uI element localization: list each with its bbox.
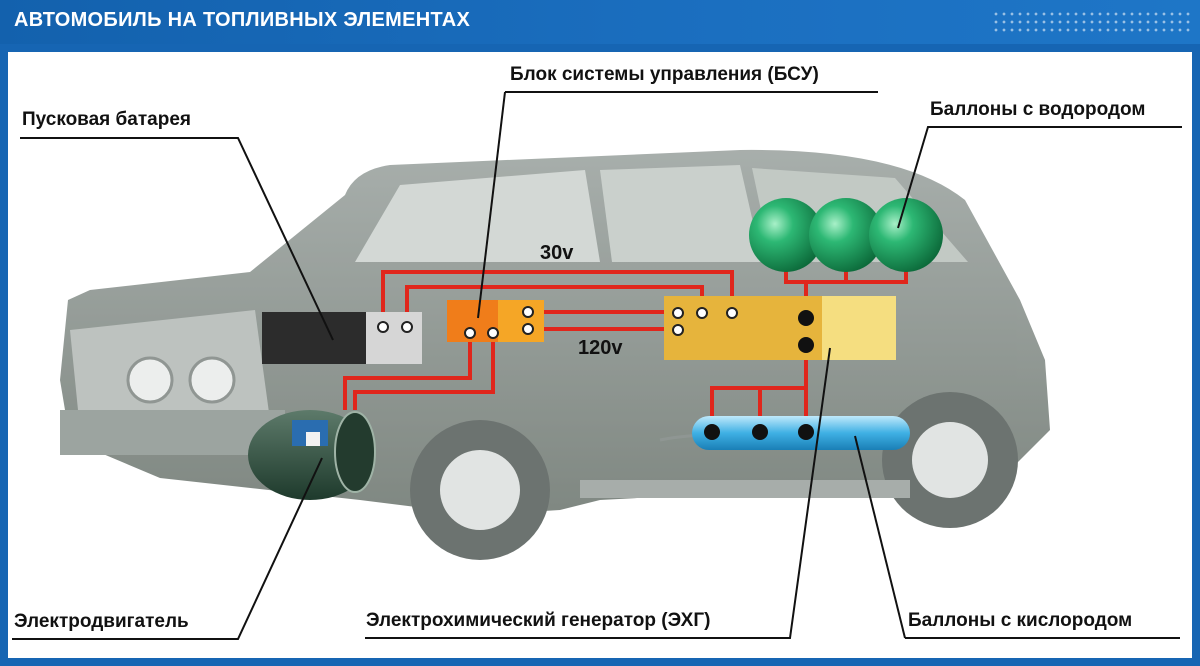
page-title: АВТОМОБИЛЬ НА ТОПЛИВНЫХ ЭЛЕМЕНТАХ bbox=[14, 9, 471, 31]
label-oxygen-tanks: Баллоны с кислородом bbox=[908, 610, 1133, 631]
label-hydrogen-tanks: Баллоны с водородом bbox=[930, 99, 1146, 120]
label-starter-battery: Пусковая батарея bbox=[22, 109, 191, 130]
oxygen-tank bbox=[692, 416, 910, 450]
starter-battery bbox=[262, 312, 422, 364]
electric-motor bbox=[248, 410, 376, 500]
label-electric-motor: Электродвигатель bbox=[14, 611, 189, 632]
dot-pattern bbox=[992, 10, 1192, 36]
bsu-block bbox=[447, 300, 544, 342]
voltage-120v: 120v bbox=[578, 337, 623, 359]
label-bsu: Блок системы управления (БСУ) bbox=[510, 64, 819, 85]
label-ehg: Электрохимический генератор (ЭХГ) bbox=[366, 610, 711, 631]
title-bar: АВТОМОБИЛЬ НА ТОПЛИВНЫХ ЭЛЕМЕНТАХ bbox=[0, 0, 1200, 44]
leader-lines bbox=[12, 91, 1182, 640]
voltage-30v: 30v bbox=[540, 242, 574, 264]
ehg-block bbox=[664, 296, 896, 360]
hydrogen-tanks bbox=[749, 198, 943, 272]
